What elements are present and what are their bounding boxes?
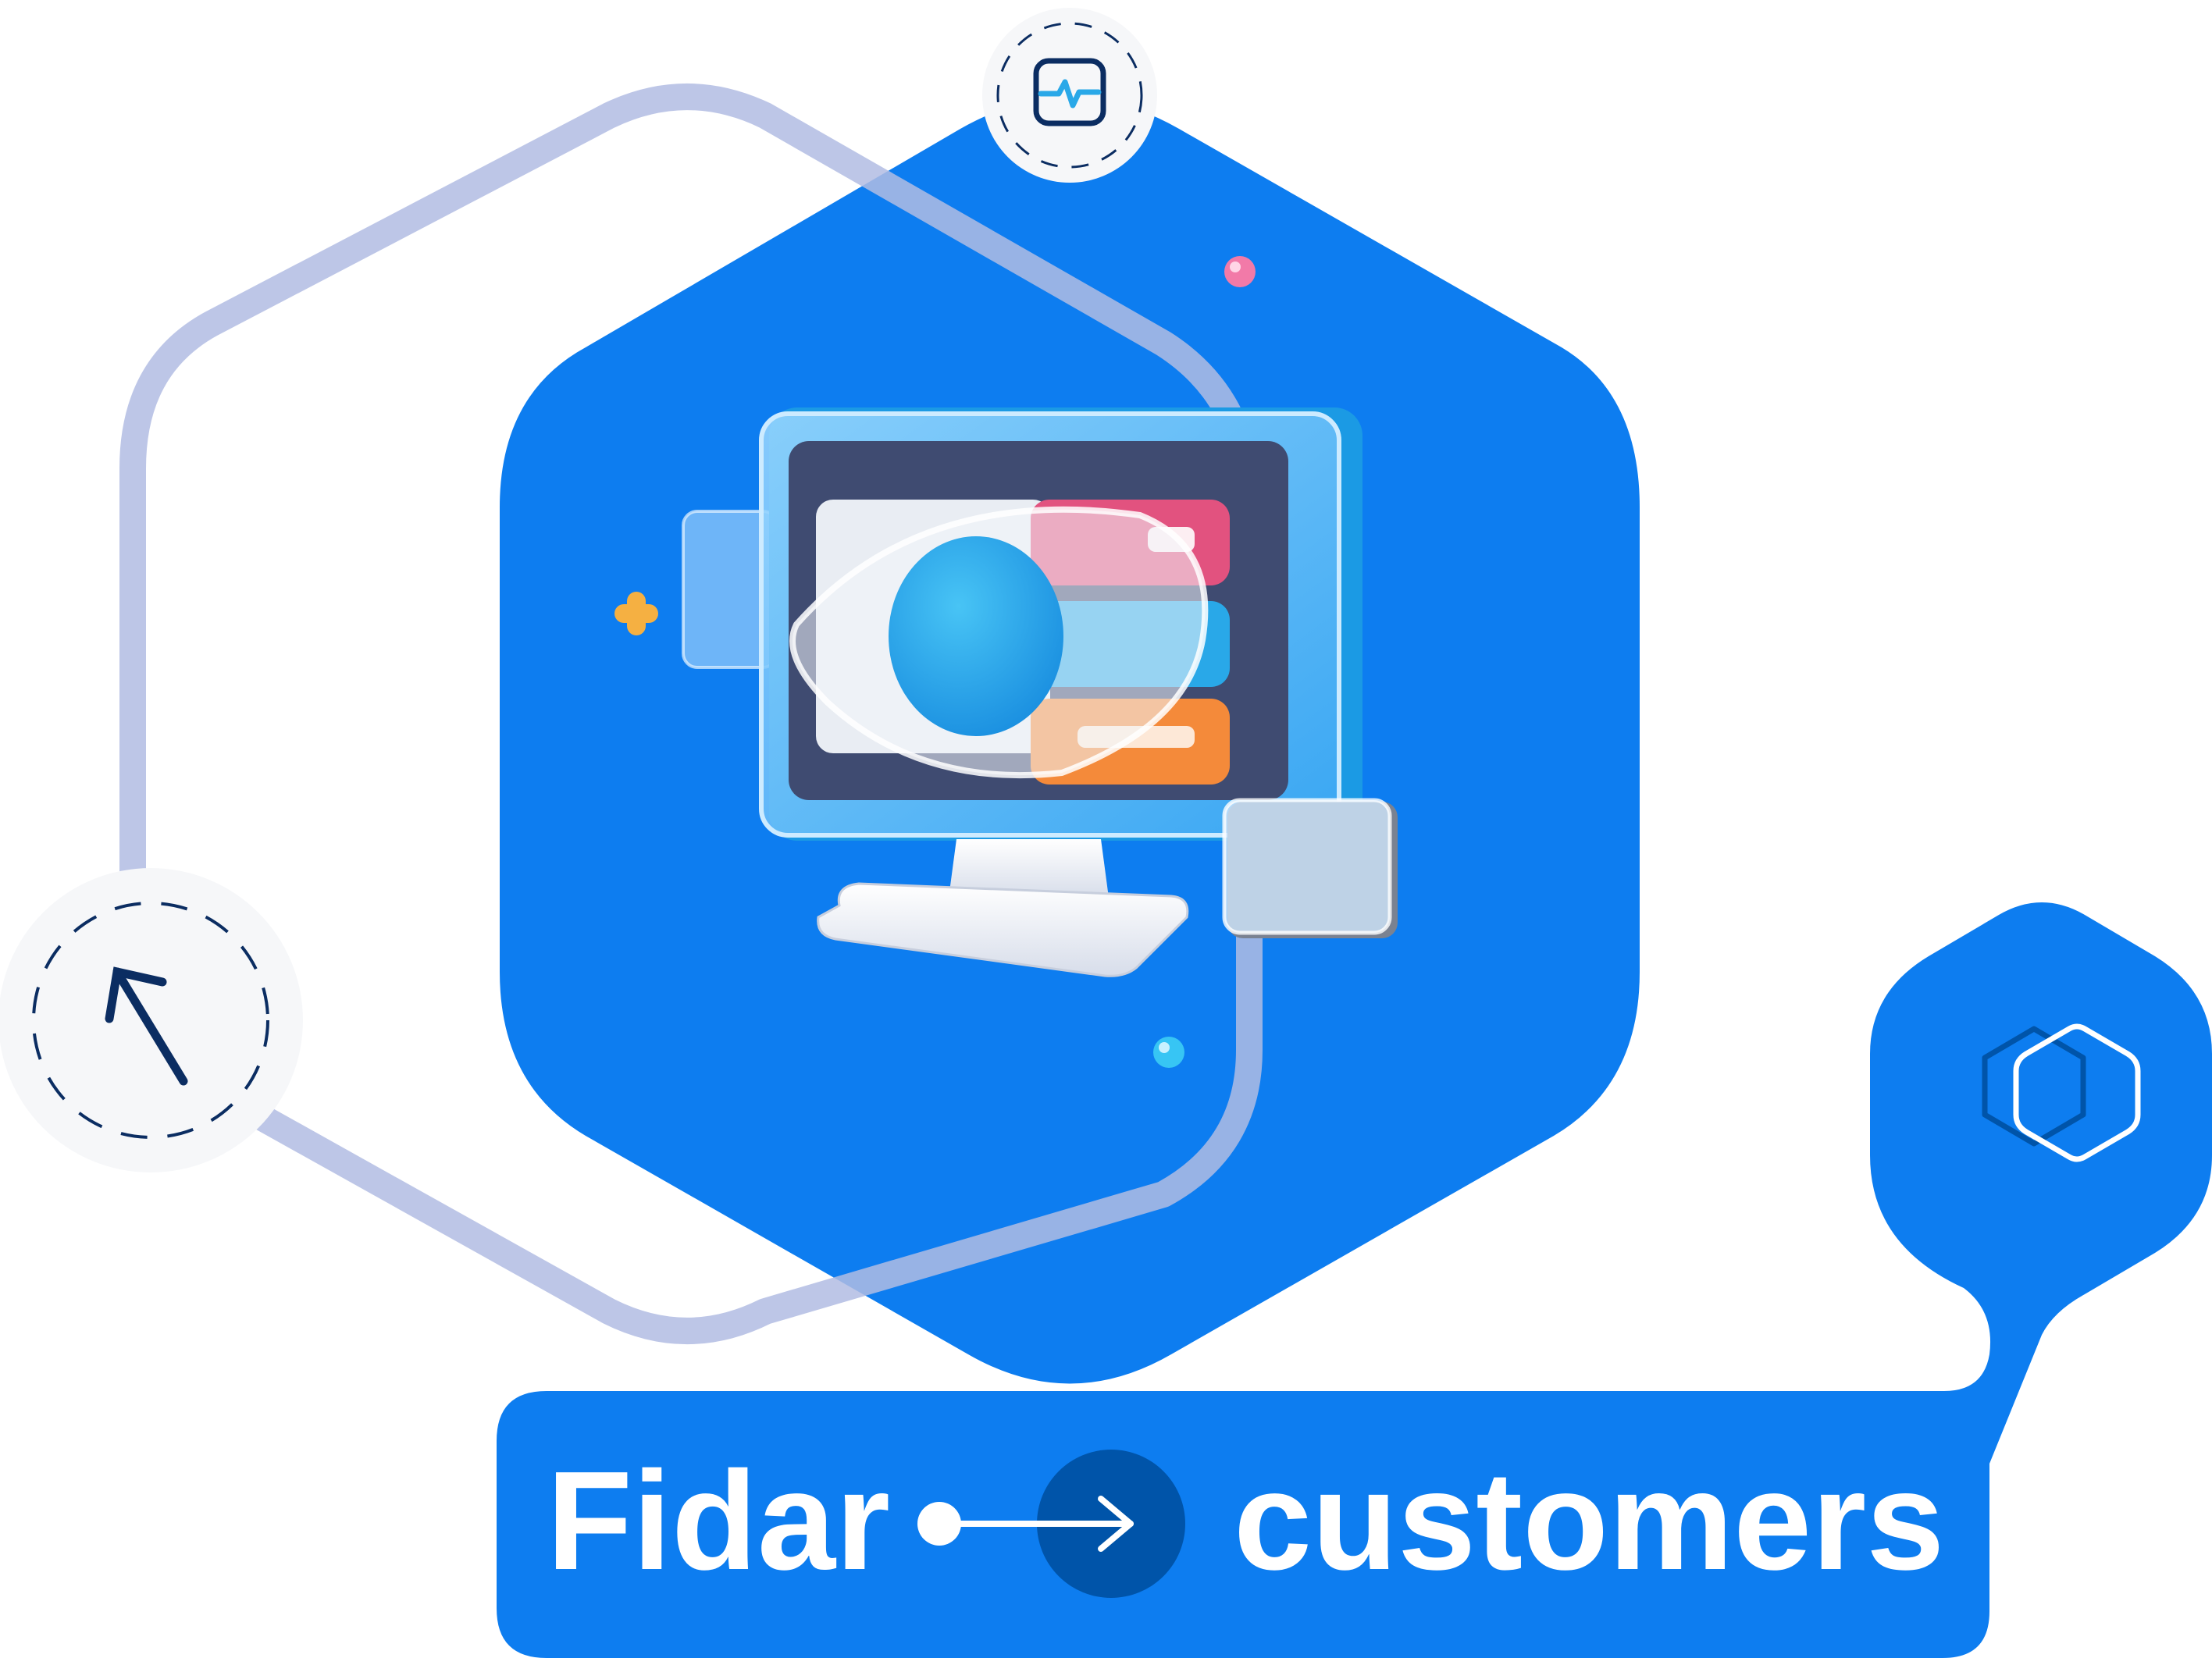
monitor-pulse-badge: [982, 8, 1157, 183]
double-hexagon-icon: [1982, 1023, 2141, 1162]
speech-banner: [497, 902, 2212, 1658]
cyan-dot: [1153, 1037, 1184, 1068]
plus-icon: [614, 592, 658, 635]
arrow-up-left-badge: [0, 868, 303, 1172]
arrow-right-icon: [1098, 1496, 1134, 1552]
pink-dot: [1224, 256, 1256, 287]
arrow-up-left-icon: [105, 966, 188, 1086]
cyan-dot-highlight: [1159, 1042, 1170, 1053]
banner-connector: [917, 1450, 1185, 1598]
monitor-eye-icon: [682, 407, 1398, 977]
outline-hexagon: [119, 84, 1263, 1344]
monitor-pulse-icon: [1033, 58, 1106, 126]
banner-to-label: customers: [1234, 1443, 1944, 1599]
pink-dot-highlight: [1230, 262, 1241, 272]
banner-from-label: Fidar: [547, 1443, 890, 1599]
